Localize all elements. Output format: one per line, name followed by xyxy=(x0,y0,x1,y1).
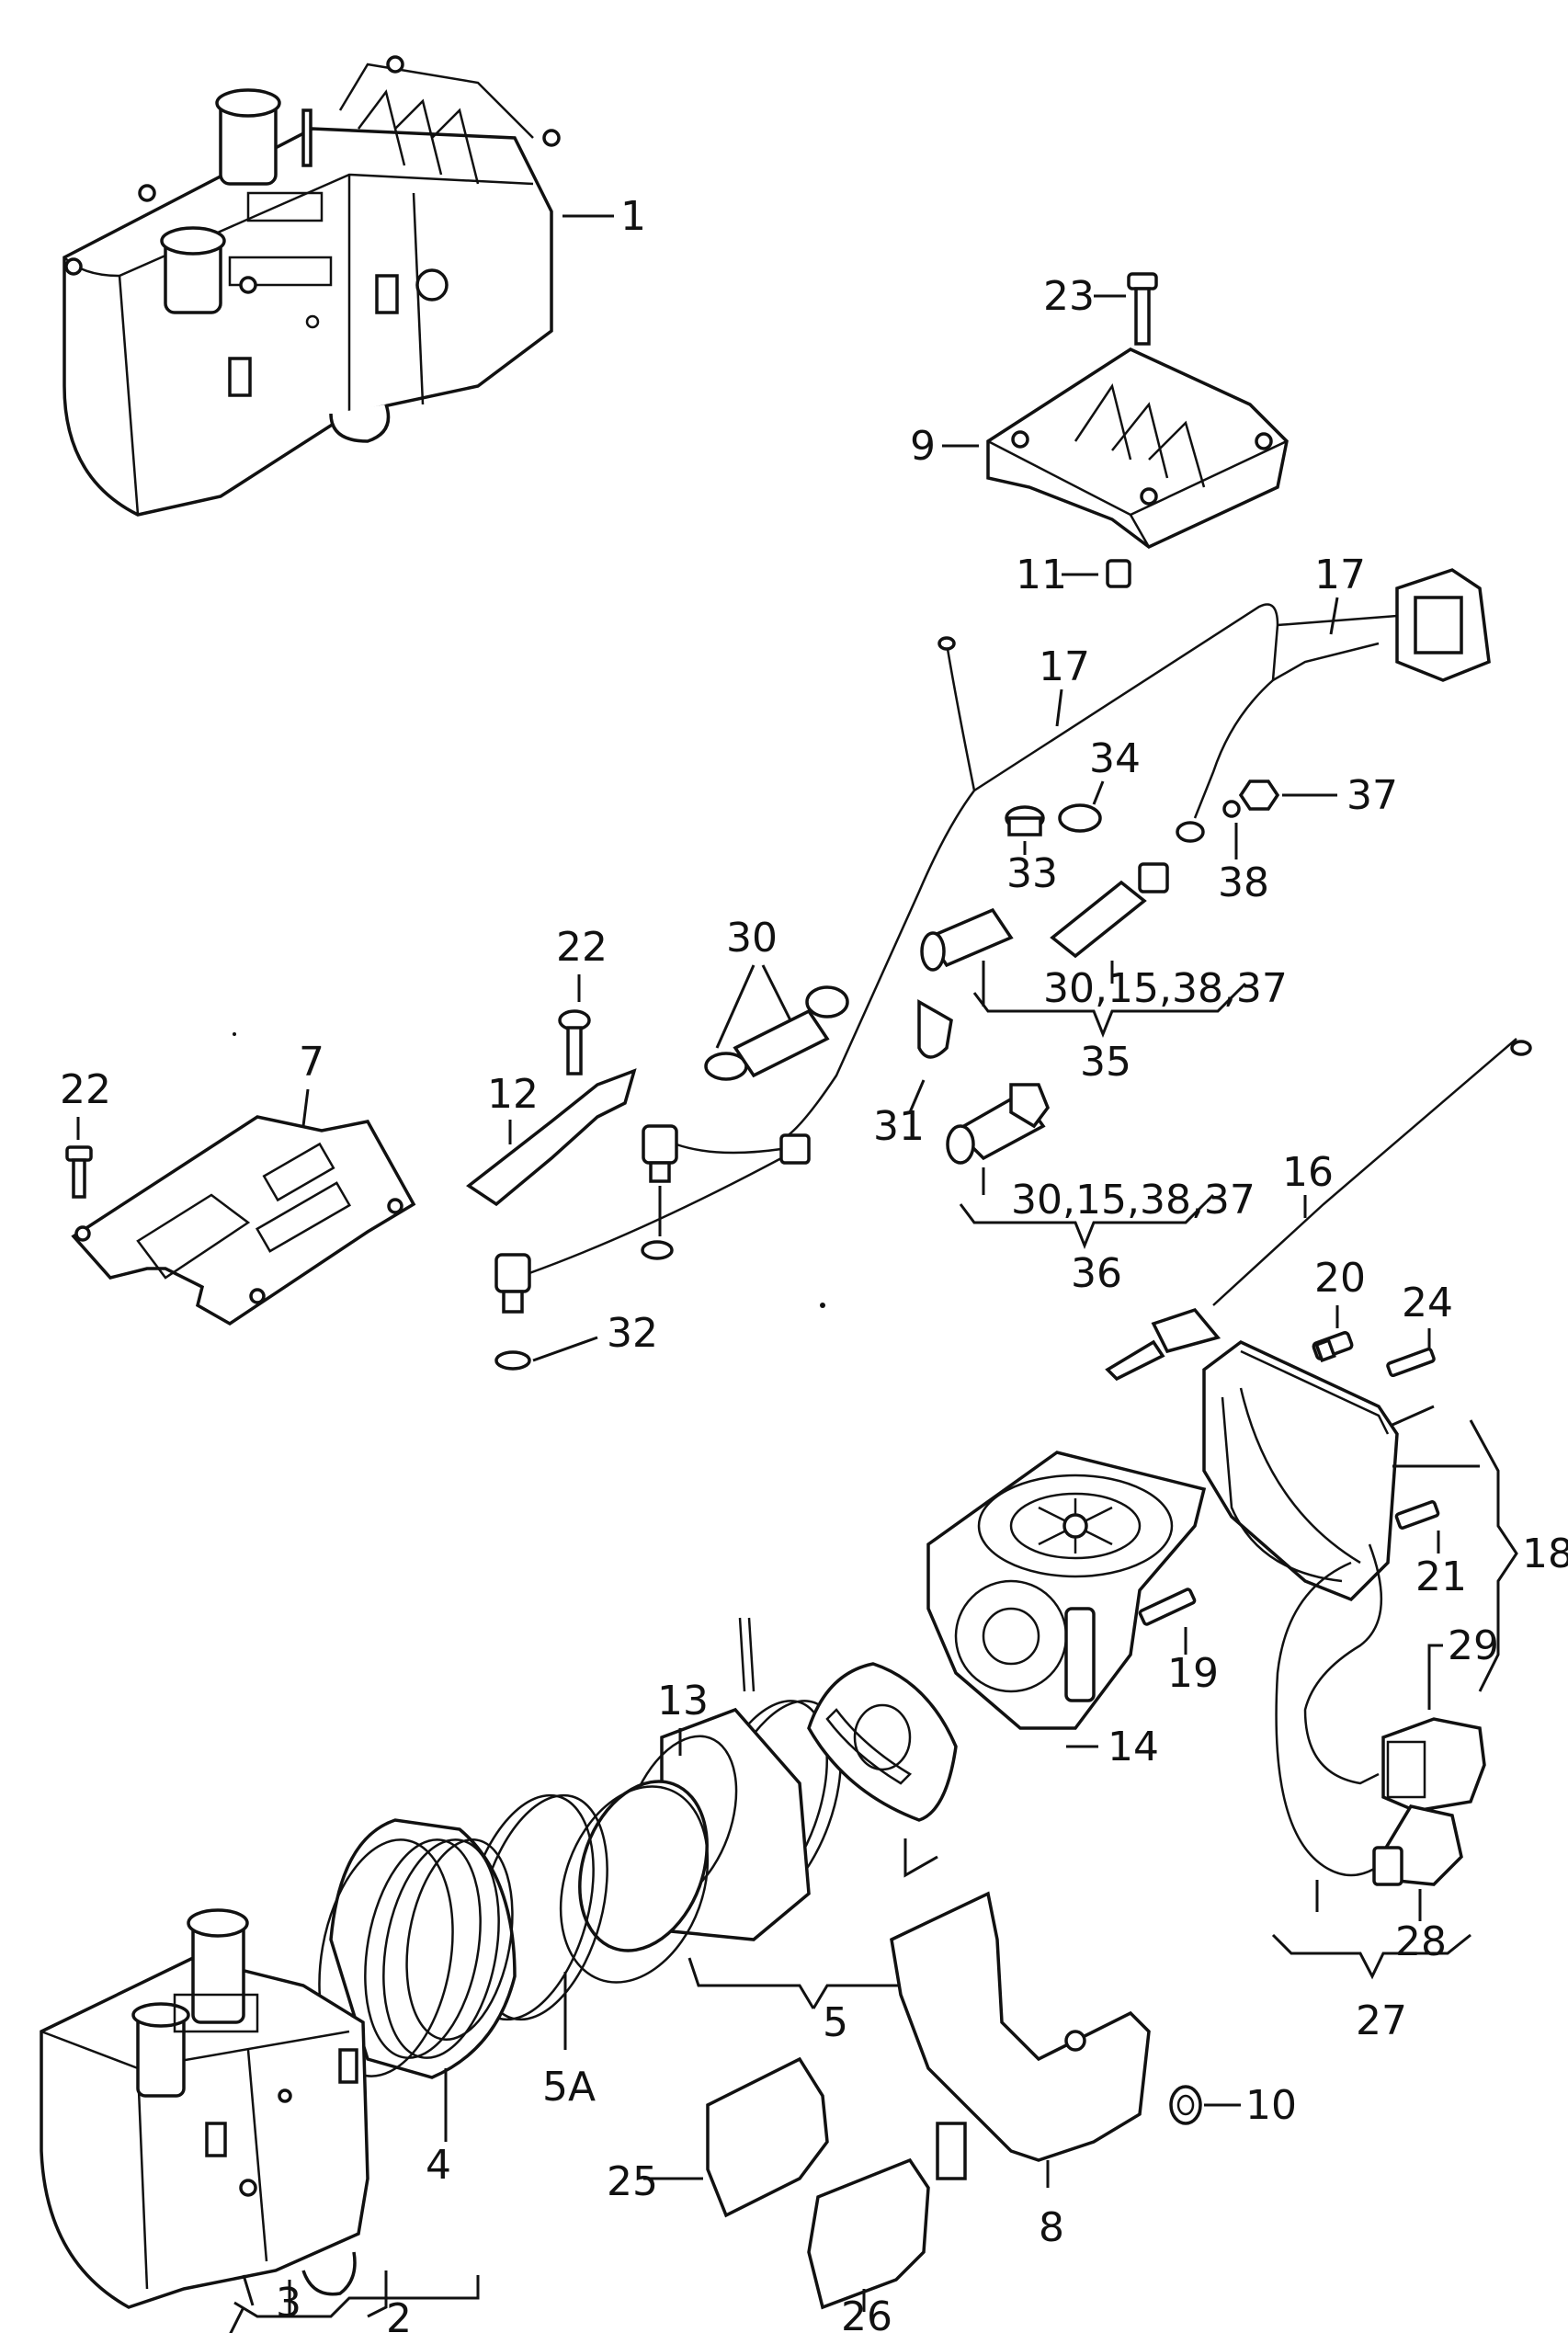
gasket-plate xyxy=(807,1662,958,1822)
callout-18: 18 xyxy=(1522,1531,1568,1577)
wiring-harness xyxy=(780,568,1491,1142)
burner-13 xyxy=(559,1617,842,1984)
callout-4: 4 xyxy=(426,2142,451,2189)
fan-motor-14 xyxy=(926,1451,1207,1730)
callout-33: 33 xyxy=(1006,850,1058,897)
callout-10: 10 xyxy=(1245,2082,1297,2129)
callout-11: 11 xyxy=(1016,552,1067,598)
screw-19 xyxy=(1138,1588,1197,1626)
callout-22a: 22 xyxy=(556,924,608,971)
grommet-10 xyxy=(1169,2085,1202,2125)
callout-21: 21 xyxy=(1415,1553,1467,1600)
callout-30: 30 xyxy=(726,915,778,962)
callout-26: 26 xyxy=(841,2293,892,2333)
screw-22b xyxy=(65,1145,93,1199)
screw-20 xyxy=(1312,1331,1354,1363)
callout-36: 36 xyxy=(1071,1250,1122,1297)
callout-24: 24 xyxy=(1402,1280,1453,1326)
screw-21 xyxy=(1394,1500,1440,1530)
callout-38: 38 xyxy=(1218,859,1269,906)
insulation-25 xyxy=(706,2056,829,2218)
seal-kit-30 xyxy=(704,985,849,1081)
callout-36-sub: 30,15,38,37 xyxy=(1011,1177,1256,1223)
callout-37: 37 xyxy=(1346,772,1398,819)
cable-harness-27 xyxy=(1275,1543,1486,1886)
bracket-8 xyxy=(890,1891,1151,2180)
fan-housing-18 xyxy=(1202,1339,1399,1602)
callout-29: 29 xyxy=(1448,1622,1499,1669)
insulation-26 xyxy=(807,2157,930,2310)
callout-8: 8 xyxy=(1039,2204,1064,2251)
callout-19: 19 xyxy=(1167,1650,1219,1697)
glow-plugs-32 xyxy=(494,1124,811,1371)
callout-34: 34 xyxy=(1089,735,1141,782)
callout-17a: 17 xyxy=(1039,643,1090,690)
callout-28: 28 xyxy=(1395,1918,1447,1965)
callout-1: 1 xyxy=(620,193,646,240)
washer-38 xyxy=(1222,800,1241,818)
heater-housing-2 xyxy=(40,1908,369,2309)
callout-14: 14 xyxy=(1108,1724,1159,1770)
sensor-35 xyxy=(920,862,1169,972)
clamp-12 xyxy=(466,1068,637,1207)
callout-3b: 3 xyxy=(276,2280,301,2327)
screw-22a xyxy=(558,1009,591,1075)
callout-35: 35 xyxy=(1080,1039,1131,1086)
sensor-36 xyxy=(946,1083,1050,1165)
cap-34 xyxy=(1058,803,1102,833)
clip-31 xyxy=(917,998,953,1059)
heater-unit-assembly xyxy=(62,55,561,517)
sensor-cable-16 xyxy=(1105,1038,1532,1382)
callout-31: 31 xyxy=(873,1103,925,1150)
callout-12: 12 xyxy=(487,1071,539,1118)
heat-exchanger-4 xyxy=(318,1818,517,2079)
callout-13: 13 xyxy=(657,1678,709,1724)
callout-16: 16 xyxy=(1282,1149,1334,1196)
callout-20: 20 xyxy=(1314,1255,1366,1302)
callout-25: 25 xyxy=(607,2158,658,2205)
callout-32: 32 xyxy=(607,1310,658,1357)
callout-35-sub: 30,15,38,37 xyxy=(1043,965,1288,1012)
callout-9: 9 xyxy=(910,423,936,470)
callout-5: 5 xyxy=(823,1999,848,2046)
cover-plate-7 xyxy=(71,1115,416,1326)
screw-24 xyxy=(1386,1347,1436,1378)
callout-27: 27 xyxy=(1356,1997,1407,2044)
grommet-33 xyxy=(1005,805,1045,836)
callout-23: 23 xyxy=(1043,273,1095,320)
callout-22b: 22 xyxy=(60,1066,111,1113)
callout-17b: 17 xyxy=(1314,552,1366,598)
callout-5A: 5A xyxy=(542,2064,596,2111)
fuse-11 xyxy=(1106,559,1131,588)
control-unit xyxy=(986,347,1289,550)
callout-2: 2 xyxy=(386,2295,412,2333)
nut-37 xyxy=(1238,780,1280,811)
callout-7: 7 xyxy=(299,1039,324,1086)
screw-23 xyxy=(1127,272,1158,346)
